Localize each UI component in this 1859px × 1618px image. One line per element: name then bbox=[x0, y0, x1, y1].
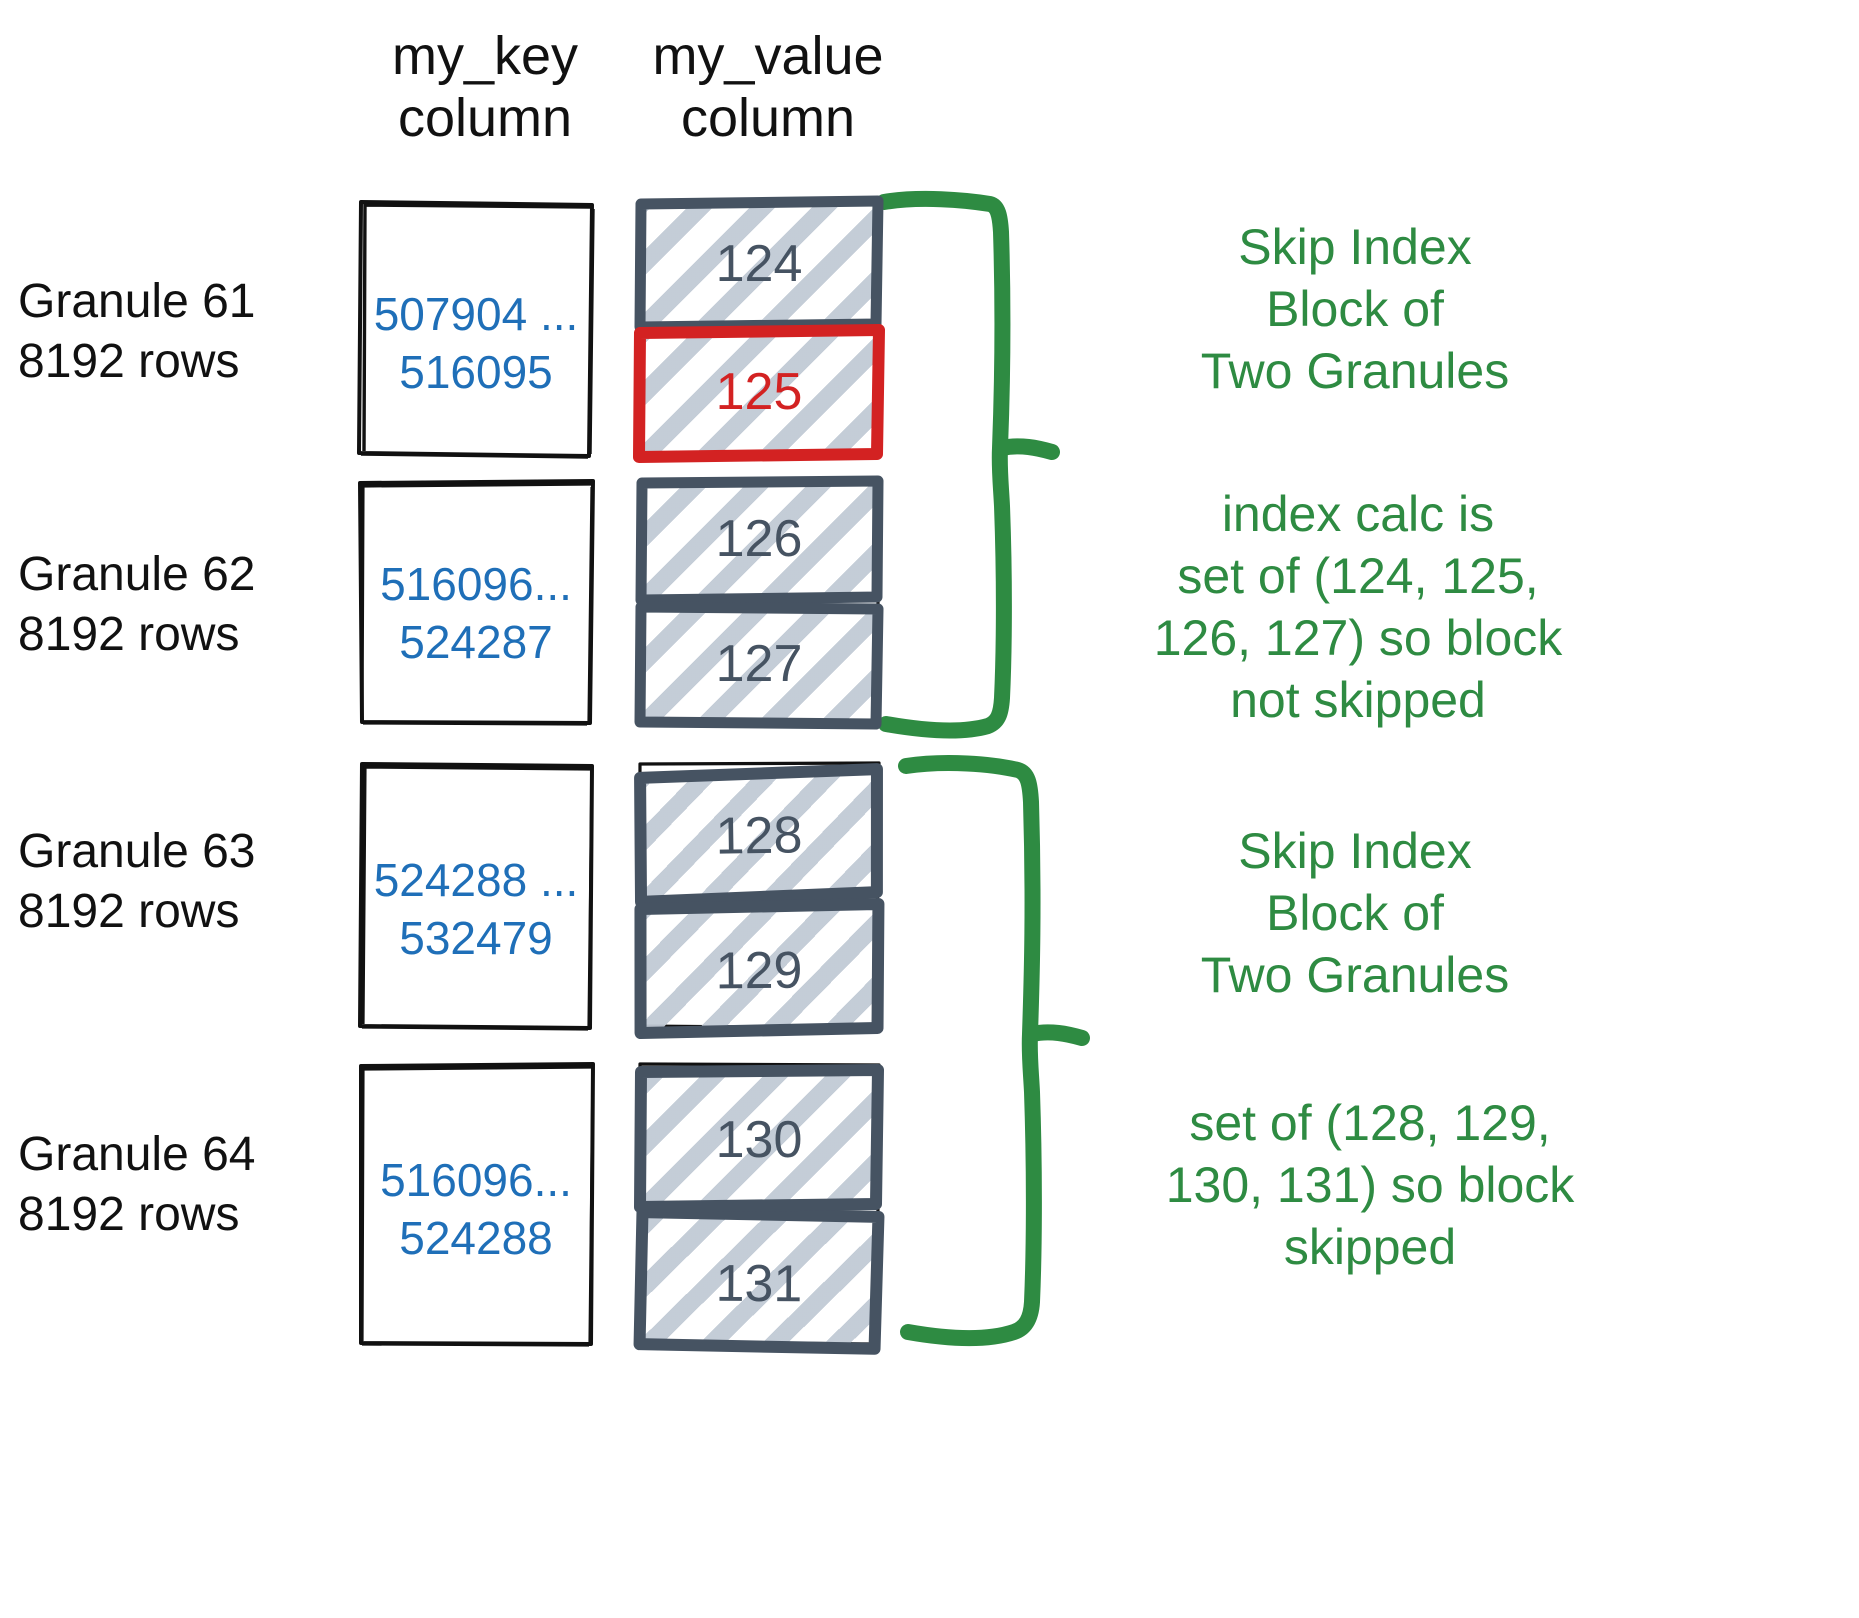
brace-top-block-icon bbox=[876, 190, 1060, 739]
sketch-rectangle-icon bbox=[633, 1206, 885, 1355]
value-number-125: 125 bbox=[715, 363, 803, 421]
value-number-126: 126 bbox=[715, 510, 803, 568]
value-number-124: 124 bbox=[715, 235, 803, 293]
sketch-rectangle-icon bbox=[634, 763, 883, 908]
annotation-skip-index-block-top: Skip Index Block of Two Granules bbox=[1200, 219, 1510, 399]
annotation-index-calc-not-skipped: index calc is set of (124, 125, 126, 127… bbox=[1153, 486, 1563, 728]
key-range-granule-63: 524288 ... 532479 bbox=[373, 854, 579, 964]
value-number-131: 131 bbox=[715, 1254, 803, 1314]
hatch-pattern bbox=[638, 330, 880, 456]
key-box-granule-64: 516096... 524288 bbox=[356, 1060, 596, 1348]
value-number-130: 130 bbox=[715, 1111, 803, 1169]
hatch-pattern bbox=[638, 606, 880, 724]
granule-label-62: Granule 62 8192 rows bbox=[18, 548, 256, 662]
key-box-granule-63: 524288 ... 532479 bbox=[356, 760, 596, 1032]
value-cell-129: 129 bbox=[634, 897, 885, 1040]
key-box-granule-62: 516096... 524287 bbox=[356, 478, 596, 726]
annotation-skip-index-block-bottom: Skip Index Block of Two Granules bbox=[1200, 823, 1510, 1003]
key-range-granule-61: 507904 ... 516095 bbox=[373, 288, 579, 398]
value-cell-125: 125 bbox=[633, 324, 885, 463]
value-cell-124: 124 bbox=[634, 195, 884, 333]
sketch-rectangle-icon bbox=[634, 897, 885, 1040]
sketch-rectangle-icon bbox=[358, 762, 594, 1031]
hatch-pattern bbox=[638, 202, 880, 326]
sketch-rectangle-icon bbox=[358, 479, 595, 726]
value-number-129: 129 bbox=[715, 941, 803, 1001]
column-header-my-key: my_key column bbox=[391, 26, 579, 148]
value-cell-127: 127 bbox=[634, 601, 884, 730]
value-number-127: 127 bbox=[715, 635, 803, 693]
hatch-pattern bbox=[638, 481, 880, 599]
key-box-granule-61: 507904 ... 516095 bbox=[356, 198, 596, 460]
sketch-rectangle-icon bbox=[634, 1064, 884, 1213]
column-header-my-value: my_value column bbox=[652, 26, 884, 148]
value-cell-128: 128 bbox=[634, 763, 883, 908]
granule-label-63: Granule 63 8192 rows bbox=[18, 825, 256, 939]
annotation-index-calc-skipped: set of (128, 129, 130, 131) so block ski… bbox=[1165, 1095, 1575, 1275]
key-range-granule-64: 516096... 524288 bbox=[380, 1154, 572, 1264]
key-range-granule-62: 516096... 524287 bbox=[380, 558, 572, 668]
value-number-128: 128 bbox=[715, 806, 803, 866]
granule-label-64: Granule 64 8192 rows bbox=[18, 1128, 256, 1242]
sketch-rectangle-icon bbox=[359, 1062, 595, 1347]
value-cell-126: 126 bbox=[635, 475, 884, 606]
value-cell-131: 131 bbox=[633, 1206, 885, 1355]
value-cell-130: 130 bbox=[634, 1064, 884, 1213]
granule-label-61: Granule 61 8192 rows bbox=[18, 275, 256, 389]
hatch-pattern bbox=[638, 1070, 880, 1208]
sketch-rectangle-icon bbox=[357, 200, 595, 459]
